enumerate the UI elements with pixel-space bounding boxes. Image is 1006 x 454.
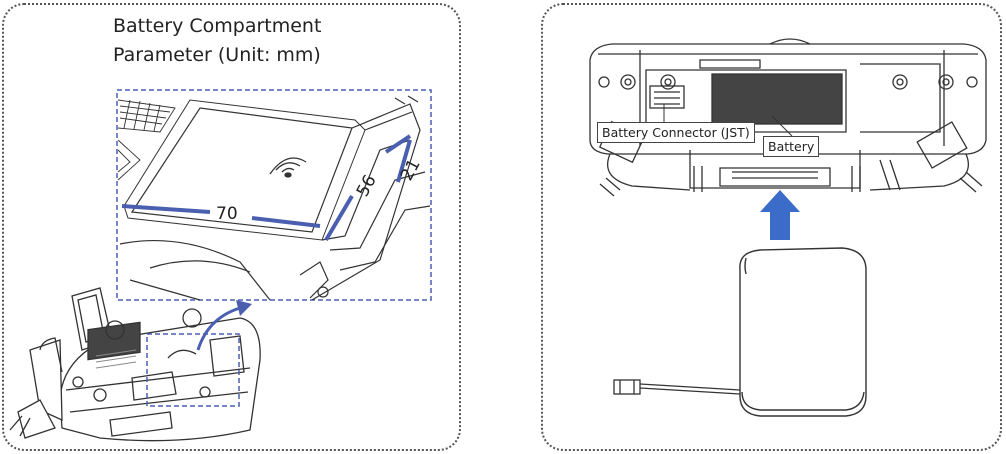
dim-21 xyxy=(396,139,412,183)
zoom-arrow-head xyxy=(236,300,252,316)
battery-connector-label: Battery Connector (JST) xyxy=(597,122,755,143)
compartment-highlight-box xyxy=(146,333,240,407)
battery-wire xyxy=(613,379,741,395)
dim-70-right xyxy=(251,216,321,228)
title-line-1: Battery Compartment xyxy=(113,15,322,37)
battery-installation-panel xyxy=(541,3,1002,451)
battery-leader xyxy=(771,115,793,137)
battery-label: Battery xyxy=(763,136,820,157)
zoom-inset xyxy=(116,89,432,301)
zoom-arrow-shaft xyxy=(196,306,241,351)
dim-56-upper xyxy=(384,134,412,154)
compartment-title: Battery Compartment Parameter (Unit: mm) xyxy=(113,12,321,70)
dim-56-lower xyxy=(324,194,354,242)
grille xyxy=(117,99,176,181)
dimension-label-width: 70 xyxy=(216,204,238,224)
remote-controller-left xyxy=(9,287,261,442)
dimension-lines xyxy=(121,134,412,242)
title-line-2: Parameter (Unit: mm) xyxy=(113,44,321,66)
battery-cavity xyxy=(711,73,843,125)
wireless-charging-icon xyxy=(269,157,307,178)
dim-70-left xyxy=(121,204,211,214)
insert-arrow xyxy=(760,190,800,240)
battery-pack xyxy=(739,247,867,417)
jst-connector xyxy=(649,85,685,109)
battery-compartment-panel xyxy=(2,3,461,451)
